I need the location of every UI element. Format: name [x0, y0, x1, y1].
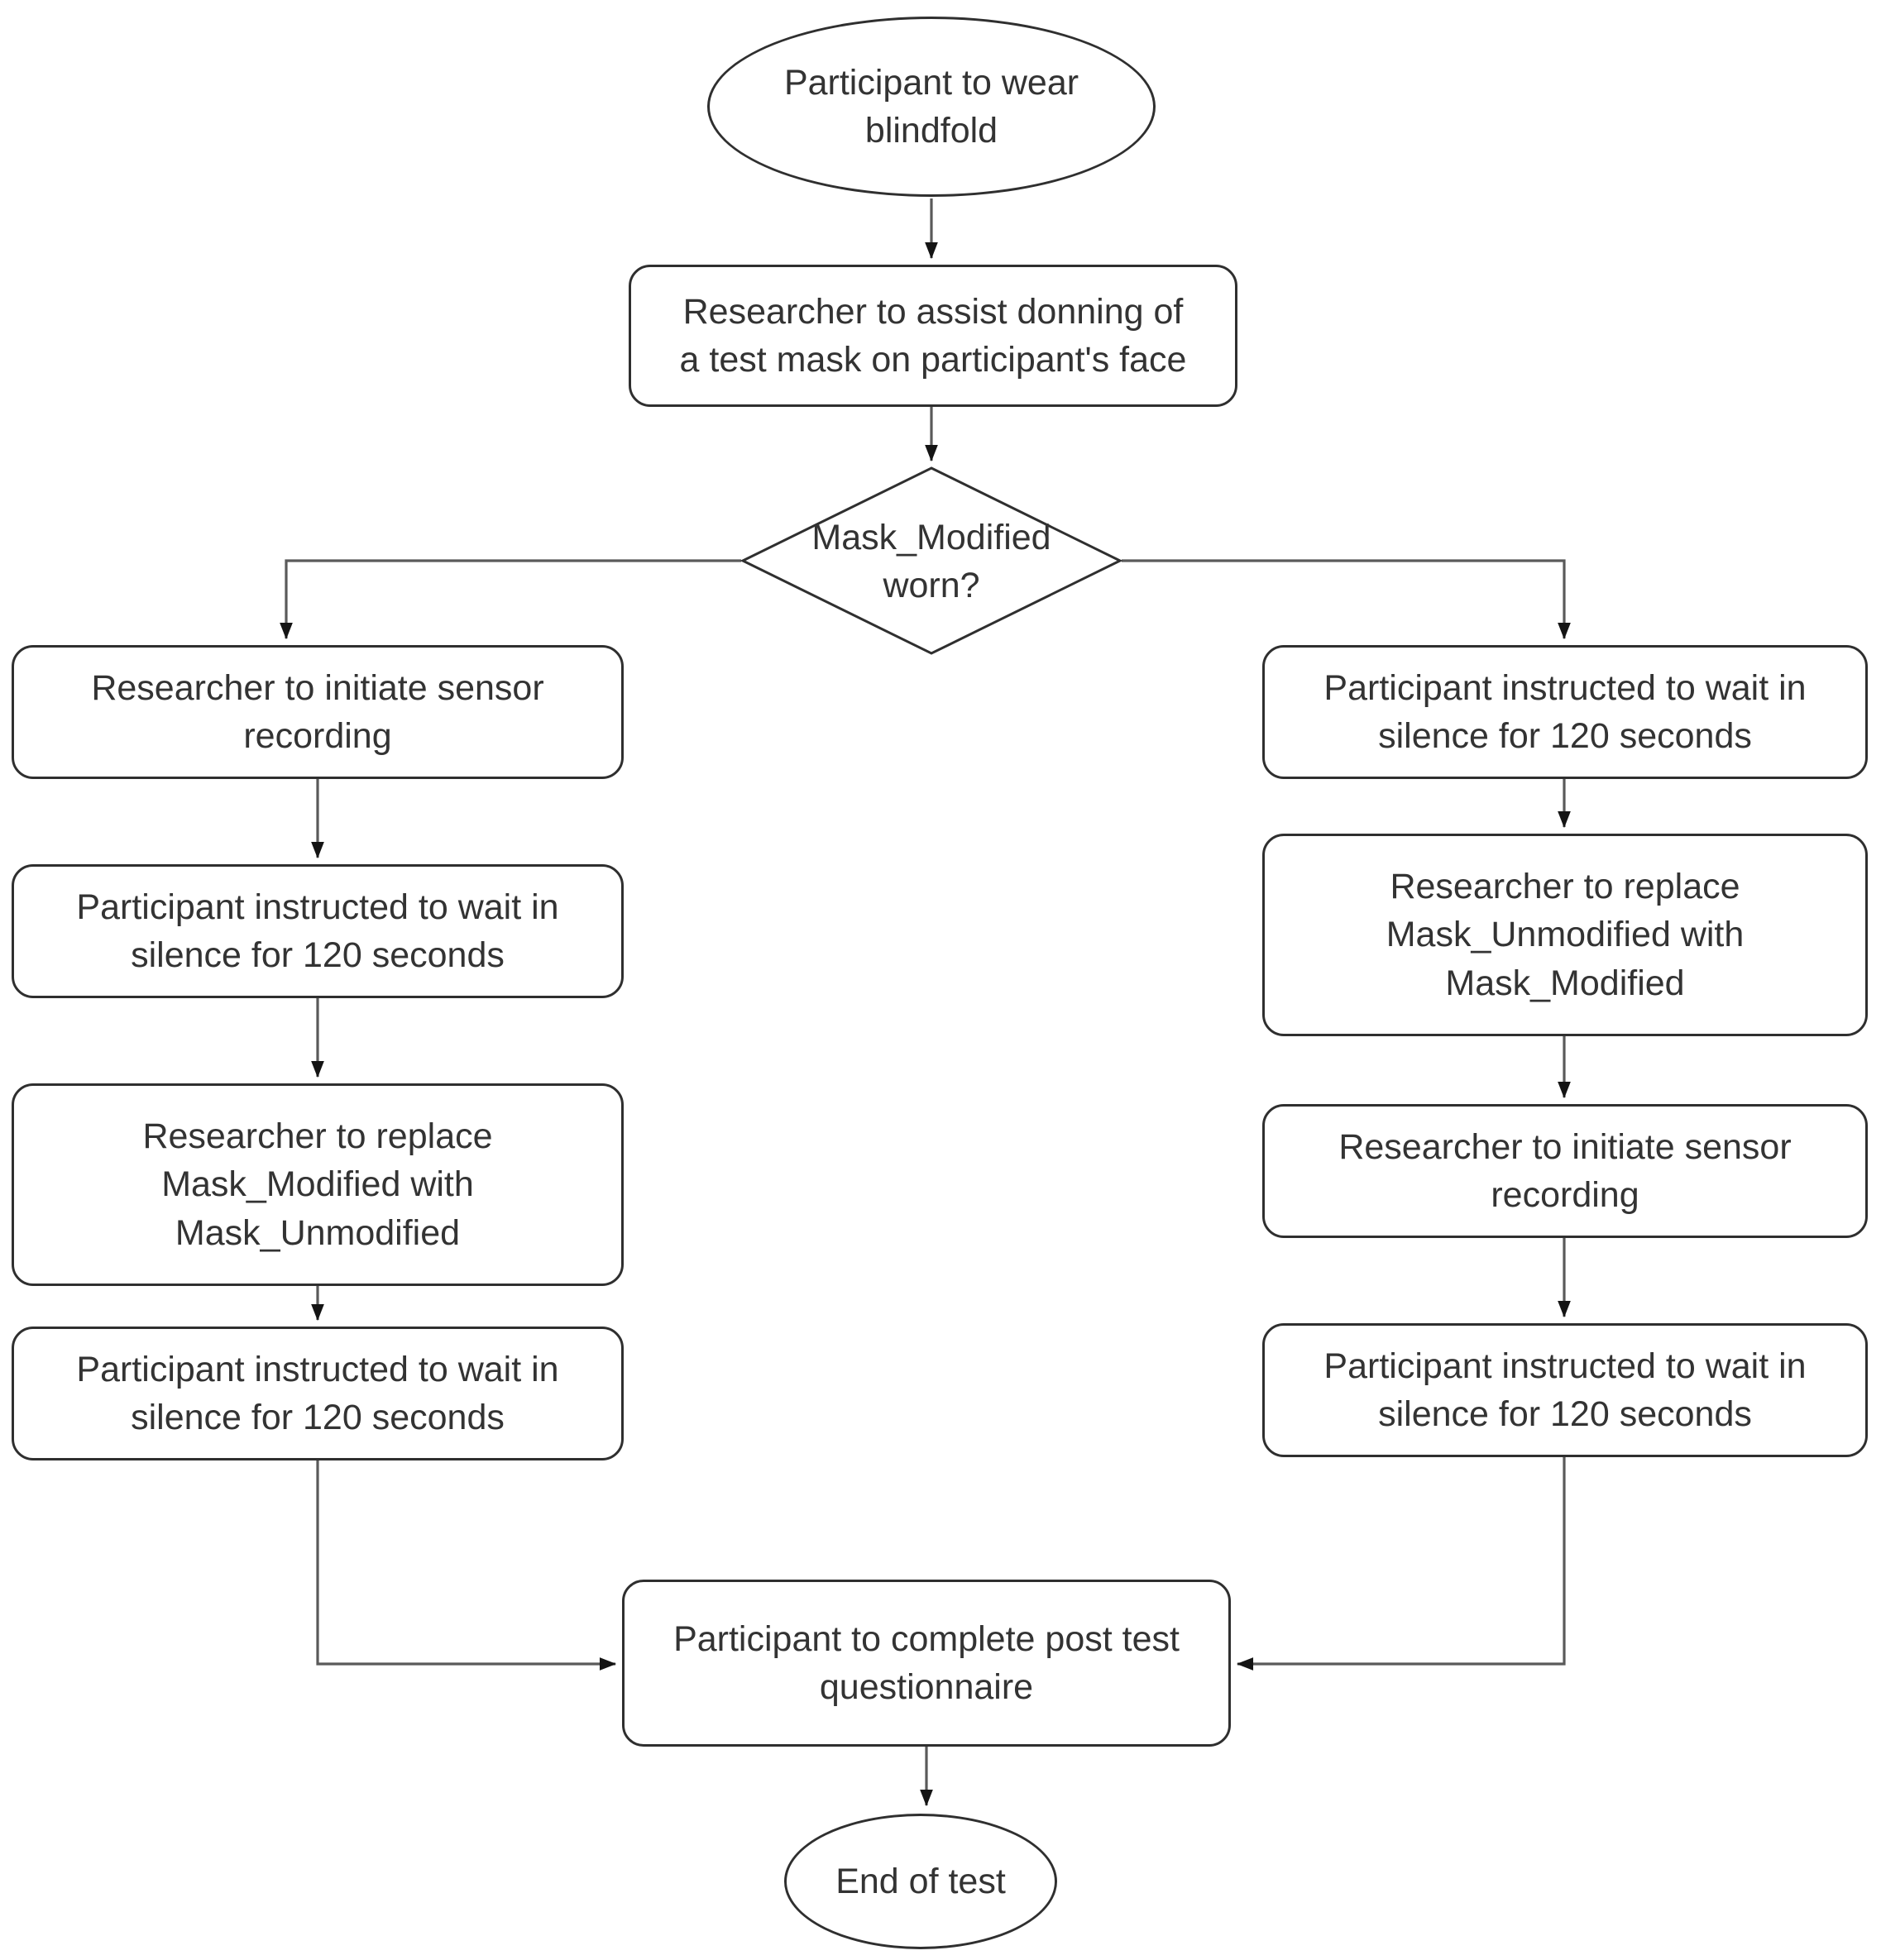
start-terminator: Participant to wear blindfold	[707, 17, 1156, 197]
connector-decision-to-right-branch	[1122, 559, 1571, 640]
decision-label: Mask_Modified worn?	[811, 517, 1051, 605]
connector-left-4-to-merge	[316, 1460, 617, 1671]
left-branch-step-1-initiate-sensor: Researcher to initiate sensor recording	[12, 645, 624, 779]
left-branch-step-4-wait-120s: Participant instructed to wait in silenc…	[12, 1327, 624, 1460]
right-branch-step-2-replace-mask: Researcher to replace Mask_Unmodified wi…	[1262, 834, 1868, 1036]
post-test-questionnaire-step: Participant to complete post test questi…	[622, 1580, 1231, 1747]
assist-donning-step: Researcher to assist donning of a test m…	[629, 265, 1237, 407]
connector-right-4-to-merge	[1236, 1457, 1566, 1671]
left-branch-step-3-replace-mask: Researcher to replace Mask_Modified with…	[12, 1083, 624, 1286]
right-branch-step-4-wait-120s: Participant instructed to wait in silenc…	[1262, 1323, 1868, 1457]
left-branch-step-2-wait-120s: Participant instructed to wait in silenc…	[12, 864, 624, 998]
right-branch-step-1-wait-120s: Participant instructed to wait in silenc…	[1262, 645, 1868, 779]
decision-diamond	[739, 466, 1123, 655]
end-terminator: End of test	[784, 1814, 1057, 1949]
connector-decision-to-left-branch	[280, 559, 741, 640]
right-branch-step-3-initiate-sensor: Researcher to initiate sensor recording	[1262, 1104, 1868, 1238]
